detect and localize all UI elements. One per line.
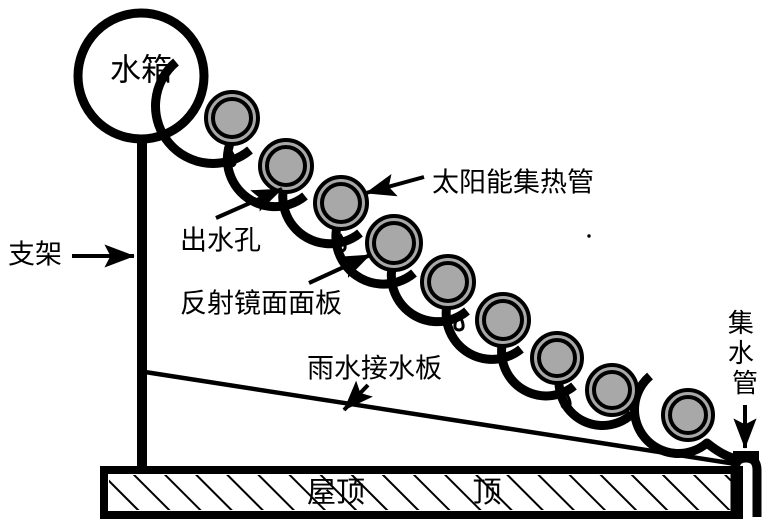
label-rain-plate-text: 雨水接水板 xyxy=(307,354,442,385)
label-water-outlet-group: 出水孔 xyxy=(180,187,283,257)
water-droplet-1 xyxy=(225,148,237,168)
label-water-outlet-text: 出水孔 xyxy=(180,226,261,257)
water-droplets xyxy=(225,148,572,410)
label-collection-pipe-group: 集 水 管 xyxy=(728,309,762,449)
solar-tube-3 xyxy=(313,175,369,231)
label-solar-tube-text: 太阳能集热管 xyxy=(432,168,594,199)
roof-label-2: 顶 xyxy=(472,475,501,509)
water-tank-group: 水箱 xyxy=(73,8,209,144)
support-post xyxy=(137,136,147,472)
water-tank-circle xyxy=(73,8,209,144)
scan-speck xyxy=(587,234,591,238)
collection-pipe-cap xyxy=(733,451,759,460)
support-post-group xyxy=(137,136,147,472)
water-droplet-2 xyxy=(335,233,347,253)
label-solar-tube-group: 太阳能集热管 xyxy=(365,168,594,199)
roof-label: 屋顶 xyxy=(307,475,365,509)
label-bracket-group: 支架 xyxy=(8,240,135,271)
roof-group: 屋顶 顶 xyxy=(100,466,743,519)
solar-tube-6 xyxy=(475,292,531,348)
label-mirror-panel-group: 反射镜面面板 xyxy=(180,253,371,320)
label-water-outlet-arrow xyxy=(215,187,283,220)
solar-collector-tubes xyxy=(204,90,715,442)
label-mirror-panel-text: 反射镜面面板 xyxy=(180,289,342,320)
solar-collector-chain xyxy=(151,58,738,463)
label-rain-plate-group: 雨水接水板 xyxy=(307,354,442,412)
tube-to-pipe-connector xyxy=(702,438,738,463)
rain-collection-plate-group xyxy=(144,369,737,467)
label-solar-tube-arrow xyxy=(365,173,425,197)
label-bracket-text: 支架 xyxy=(8,240,62,271)
solar-tube-5 xyxy=(420,254,476,310)
solar-tube-8 xyxy=(585,363,639,417)
label-mirror-panel-arrow xyxy=(308,253,371,285)
label-collection-pipe-text: 集 水 管 xyxy=(728,309,762,399)
solar-tube-2 xyxy=(258,138,314,194)
solar-tube-9 xyxy=(661,388,715,442)
solar-tube-7 xyxy=(530,331,584,385)
water-droplet-3 xyxy=(453,312,465,332)
solar-tube-4 xyxy=(365,214,423,272)
rain-collection-plate xyxy=(144,369,737,467)
water-droplet-4 xyxy=(560,390,572,410)
collection-pipe-group xyxy=(730,451,762,517)
solar-tube-1 xyxy=(204,90,260,146)
label-rain-plate-arrow xyxy=(342,380,373,412)
roof-hatching xyxy=(109,475,734,510)
